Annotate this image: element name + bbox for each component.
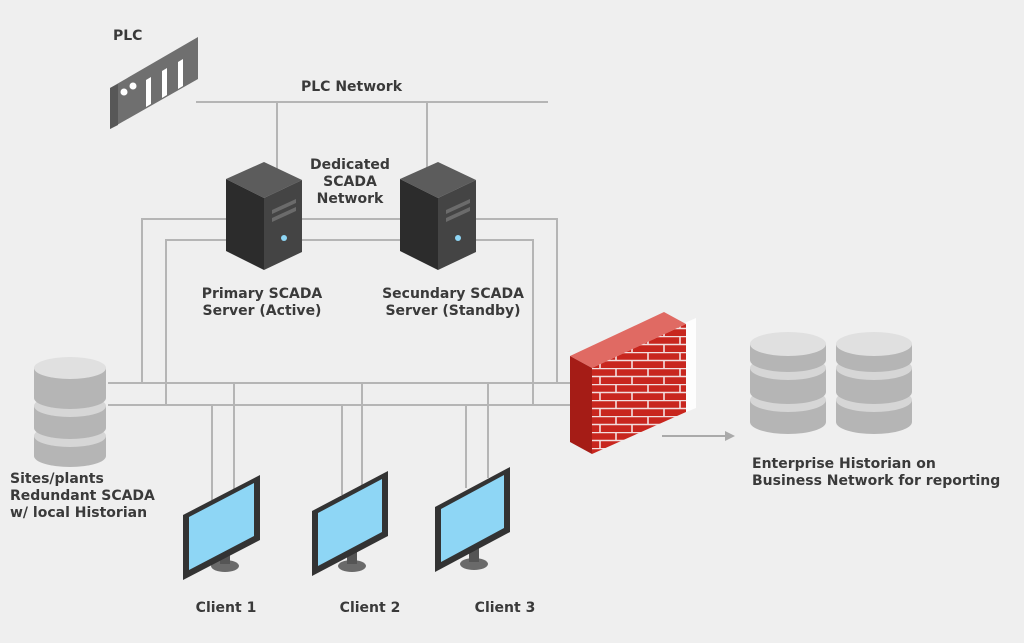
firewall-icon [570, 312, 696, 454]
primary-server-line2: Server (Active) [202, 303, 322, 319]
primary-server-label: Primary SCADA Server (Active) [192, 286, 332, 320]
enterprise-line2: Business Network for reporting [752, 473, 1001, 489]
plc-icon [110, 37, 198, 129]
client2-label: Client 2 [339, 600, 401, 616]
connection-lines [108, 101, 572, 500]
plc-label: PLC [113, 28, 143, 44]
dedicated-network-outer [141, 218, 558, 383]
primary-server-line1: Primary SCADA [201, 286, 323, 302]
enterprise-database-icon-2 [836, 332, 912, 434]
dedicated-network-label: Dedicated SCADA Network [300, 157, 400, 208]
dedicated-network-line2: SCADA [323, 174, 377, 190]
secondary-server-line1: Secundary SCADA [382, 286, 524, 302]
secondary-server-line2: Server (Standby) [385, 303, 521, 319]
sites-line1: Sites/plants [10, 471, 104, 487]
primary-server-icon [226, 162, 302, 270]
arrow-right-icon [662, 431, 735, 441]
sites-label: Sites/plants Redundant SCADA w/ local Hi… [10, 471, 155, 522]
dedicated-network-line1: Dedicated [310, 157, 390, 173]
dedicated-network-inner [165, 239, 534, 405]
dedicated-network-line3: Network [316, 191, 384, 207]
enterprise-line1: Enterprise Historian on [752, 456, 936, 472]
local-database-icon [34, 357, 106, 467]
enterprise-database-icon-1 [750, 332, 826, 434]
monitor-icon-client2 [312, 471, 388, 576]
client1-drops [211, 383, 235, 500]
secondary-server-icon [400, 162, 476, 270]
sites-line3: w/ local Historian [10, 505, 148, 521]
client1-label: Client 1 [195, 600, 257, 616]
plc-network-label: PLC Network [301, 79, 403, 95]
client3-drops [465, 383, 489, 488]
monitor-icon-client3 [435, 467, 510, 572]
sites-line2: Redundant SCADA [10, 488, 155, 504]
client3-label: Client 3 [474, 600, 536, 616]
enterprise-label: Enterprise Historian on Business Network… [752, 456, 1000, 490]
secondary-server-label: Secundary SCADA Server (Standby) [378, 286, 528, 320]
monitor-icon-client1 [183, 475, 260, 580]
client2-drops [341, 383, 363, 495]
